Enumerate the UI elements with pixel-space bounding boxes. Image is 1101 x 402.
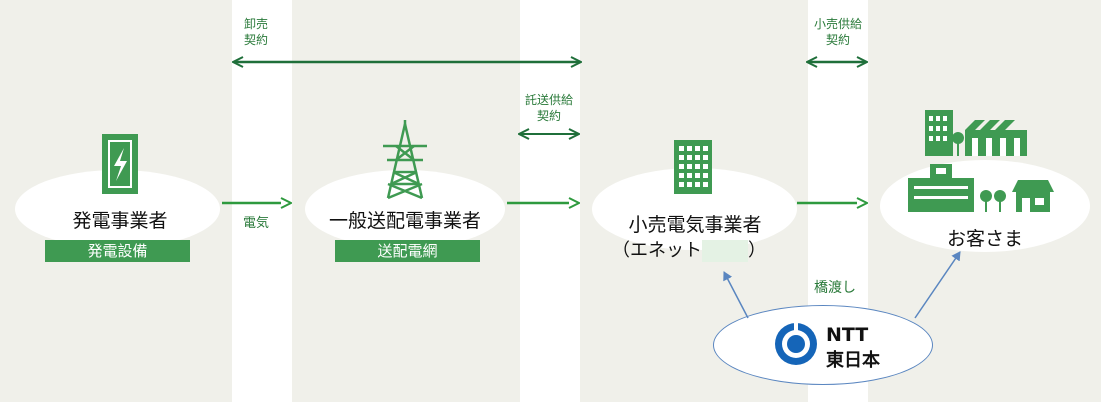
retailer-label: 小売電気事業者 [628,214,762,236]
bridge-arrow-customer [914,251,961,319]
transmission-tower-icon [383,120,427,200]
office-building-icon [674,140,712,194]
ntt-name-line1: NTT [826,324,869,346]
electricity-label: 電気 [242,216,269,231]
customer-buildings-icon [908,110,1054,212]
bridge-arrow-retailer [723,271,749,319]
ntt-logo-icon [775,322,817,365]
transmission-label: 一般送配電事業者 [328,210,481,232]
retailer-sublabel-close: ） [748,240,766,261]
customer-label: お客さま [946,228,1023,250]
consignment-contract-label: 託送供給契約 [524,93,573,123]
retail-contract-label: 小売供給契約 [813,17,862,47]
wholesale-contract-label: 卸売契約 [243,17,268,47]
power-plant-icon [102,134,138,194]
generator-label: 発電事業者 [72,210,168,232]
retailer-sublabel-open: （エネット [612,240,702,261]
grid-network-bar: 送配電網 [335,240,480,262]
retailer-sublabel: （エネット ） [612,236,792,262]
ntt-name-line2: 東日本 [826,350,880,371]
redacted-block [702,240,748,262]
generator-facility-bar: 発電設備 [45,240,190,262]
bridge-label: 橋渡し [814,280,856,296]
ntt-oval [713,305,933,385]
